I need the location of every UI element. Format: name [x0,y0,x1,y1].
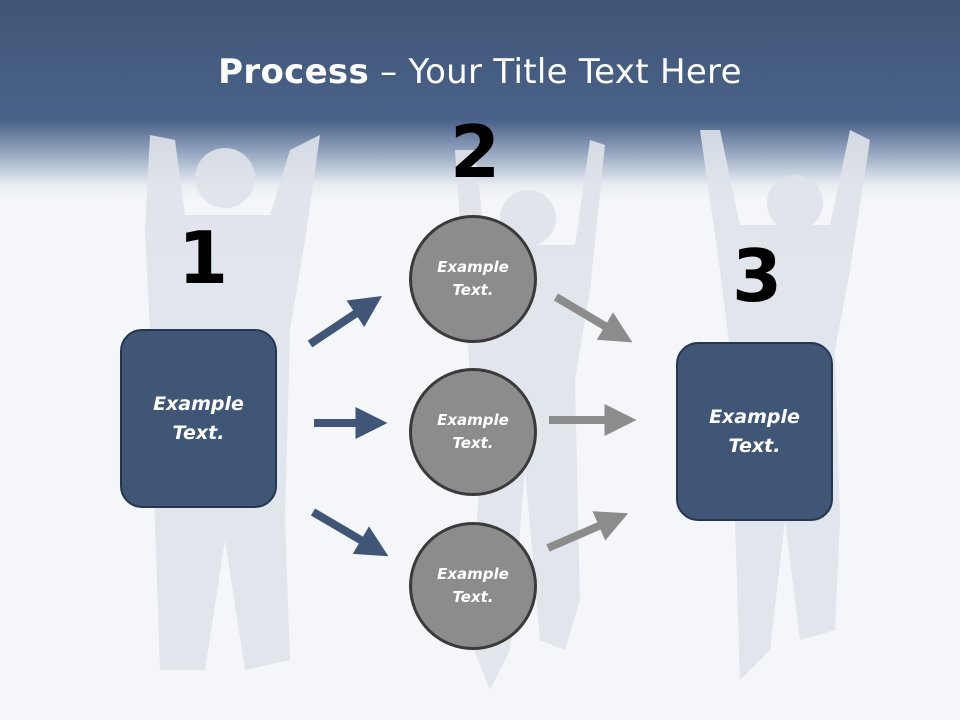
title-rest: – Your Title Text Here [369,52,742,92]
arrow-left-to-bottom [310,508,389,557]
circle-bottom-text: Example Text. [437,565,509,606]
step-number-1: 1 [178,216,229,300]
circle-top-text: Example Text. [437,258,509,299]
arrow-left-to-top [307,296,382,348]
title-bold: Process [218,52,370,92]
circle-middle-text: Example Text. [437,411,509,452]
step-box-right: Example Text. [676,342,833,521]
step-number-3: 3 [732,234,783,318]
step-number-2: 2 [450,110,501,194]
step-box-left: Example Text. [120,329,277,508]
circle-top: Example Text. [409,215,537,343]
page-title: Process – Your Title Text Here [0,52,960,92]
step-box-right-text: Example Text. [709,405,800,457]
circle-bottom: Example Text. [409,522,537,650]
step-box-left-text: Example Text. [153,392,244,444]
arrow-bottom-to-right [546,511,629,552]
arrow-top-to-right [553,293,633,343]
circle-middle: Example Text. [409,368,537,496]
